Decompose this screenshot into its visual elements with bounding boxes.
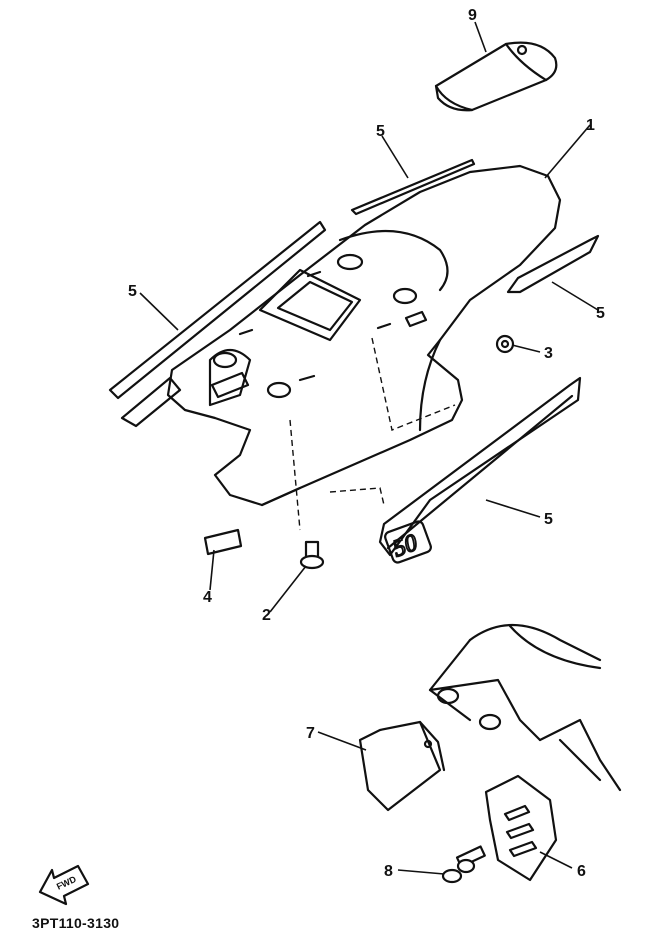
callout-5c: 5	[596, 305, 605, 322]
callout-1: 1	[586, 117, 595, 134]
part-1-rear-fender	[108, 164, 562, 507]
callout-8: 8	[384, 863, 393, 880]
callout-6: 6	[577, 863, 586, 880]
callout-5a: 5	[376, 123, 385, 140]
hidden-lines	[289, 337, 456, 531]
part-7-guard	[358, 720, 446, 812]
part-5-decals	[350, 158, 600, 557]
part-2-bolt	[299, 540, 325, 570]
frame-detail	[428, 624, 622, 792]
callout-5d: 5	[544, 511, 553, 528]
leader-lines	[139, 21, 599, 875]
callout-5b: 5	[128, 283, 137, 300]
part-3-nut	[495, 334, 515, 354]
callout-3: 3	[544, 345, 553, 362]
callout-7: 7	[306, 725, 315, 742]
callout-9: 9	[468, 7, 477, 24]
catalog-number: 3PT110-3130	[32, 915, 120, 931]
part-9-cap	[434, 41, 558, 112]
part-8-bolt	[441, 845, 486, 884]
callout-2: 2	[262, 607, 271, 624]
part-6-heel-plate	[484, 774, 558, 882]
fwd-arrow-icon: FWD	[38, 864, 90, 906]
callouts: 9 1 5 5 5 3 5 2 4 7 6 8	[128, 7, 605, 880]
callout-4: 4	[203, 589, 212, 606]
part-4-plate	[203, 528, 243, 556]
